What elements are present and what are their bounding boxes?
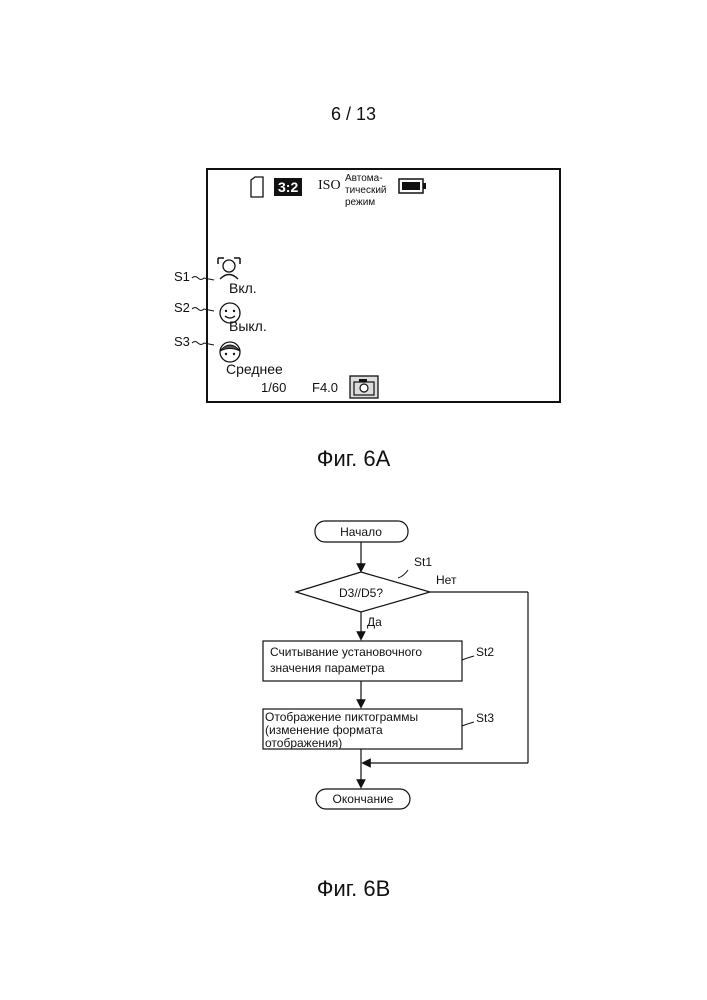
yes-label: Да [367, 615, 382, 629]
step2-line-2: значения параметра [270, 661, 385, 675]
decision-label: D3//D5? [339, 586, 383, 600]
no-label: Нет [436, 573, 457, 587]
end-label: Окончание [333, 792, 394, 806]
step2-tag: St2 [476, 645, 494, 659]
figure-6b-caption: Фиг. 6B [0, 876, 707, 902]
decision-tag: St1 [414, 555, 432, 569]
step3-line-2: (изменение формата [265, 723, 383, 737]
step2-line-1: Считывание установочного [270, 645, 422, 659]
step3-line-1: Отображение пиктограммы [265, 710, 418, 724]
step3-line-3: отображения) [265, 736, 342, 750]
step3-tag: St3 [476, 711, 494, 725]
start-label: Начало [340, 525, 382, 539]
